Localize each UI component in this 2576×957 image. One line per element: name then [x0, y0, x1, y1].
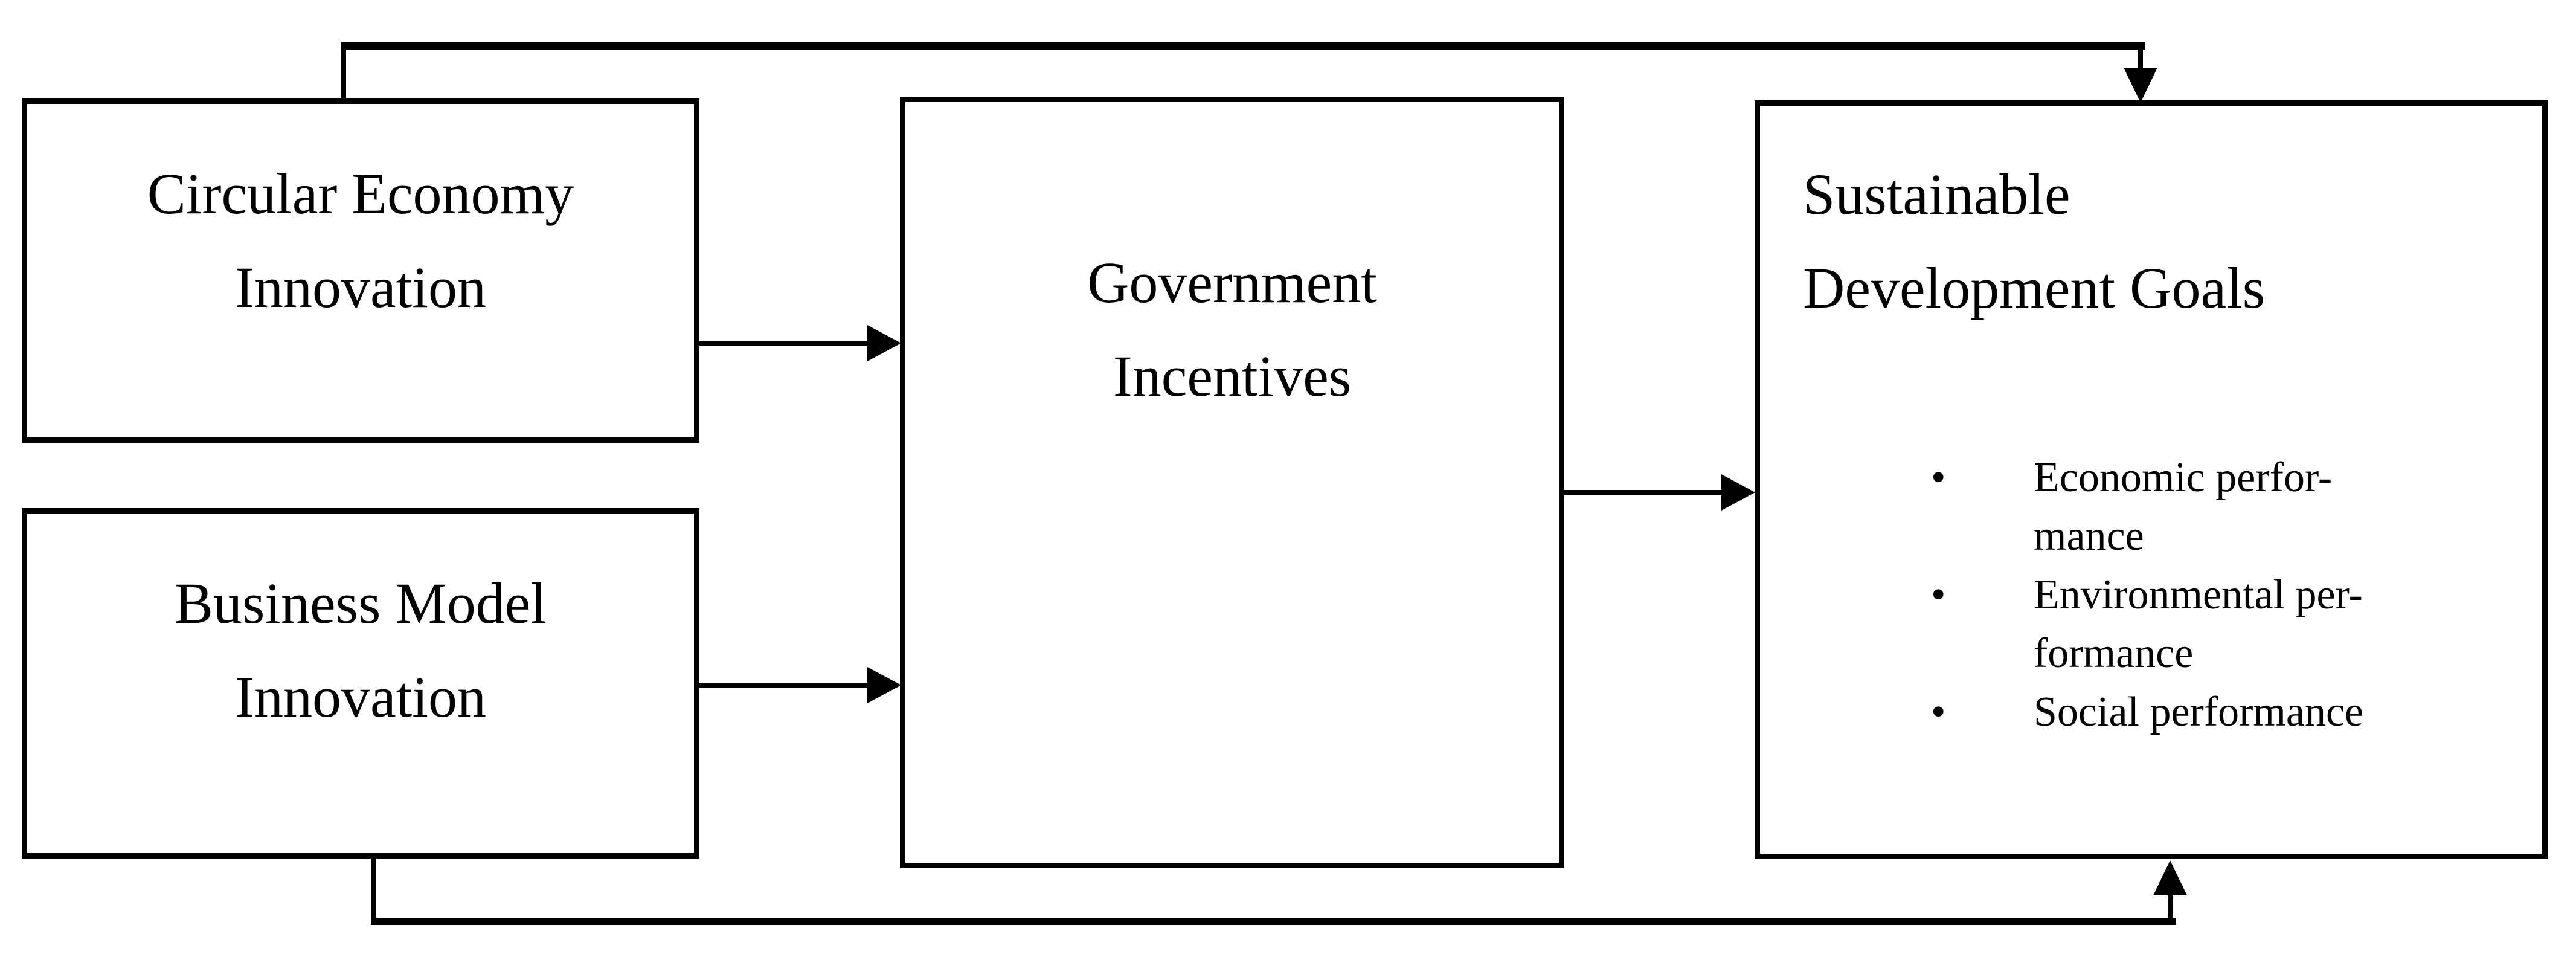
bullet-item: • Social performance [1760, 683, 2542, 741]
arrow-segment-horizontal [699, 341, 870, 346]
arrowhead-down-icon [2124, 68, 2157, 103]
box-business-model-innovation: Business Model Innovation [22, 508, 699, 859]
bullet-text: Social performance [2034, 683, 2363, 741]
arrow-segment-vertical [2138, 42, 2143, 71]
bullet-icon: • [1931, 572, 1946, 618]
box-circular-economy-innovation: Circular Economy Innovation [22, 98, 699, 443]
arrow-segment-vertical [371, 855, 376, 925]
box-government-incentives: Government Incentives [900, 97, 1564, 868]
bullet-text: Economic perfor- mance [2034, 448, 2332, 566]
arrowhead-right-icon [867, 325, 901, 361]
arrow-segment-vertical [2168, 889, 2173, 921]
box-title-line: Government [1087, 250, 1377, 315]
box-sustainable-development-goals: Sustainable Development Goals • Economic… [1755, 100, 2548, 859]
bullet-text-line: Environmental per- [2034, 572, 2363, 618]
bullet-text-line: Social performance [2034, 689, 2364, 735]
bullet-text-line: Economic perfor- [2034, 454, 2333, 501]
box-title: Sustainable Development Goals [1803, 147, 2265, 335]
bullet-text-line: mance [2034, 513, 2144, 559]
arrow-segment-horizontal [341, 42, 2145, 50]
box-title-line: Innovation [235, 255, 486, 320]
bullet-list: • Economic perfor- mance • Environmental… [1760, 448, 2542, 741]
arrowhead-right-icon [1721, 474, 1755, 511]
box-title-line: Development Goals [1803, 256, 2266, 320]
bullet-item: • Environmental per- formance [1760, 566, 2542, 683]
arrow-segment-horizontal [1564, 490, 1724, 495]
arrow-segment-horizontal [699, 683, 870, 688]
box-title: Government Incentives [905, 236, 1559, 423]
arrowhead-right-icon [867, 667, 901, 703]
arrow-segment-vertical [341, 42, 346, 104]
bullet-icon: • [1931, 689, 1946, 735]
bullet-item: • Economic perfor- mance [1760, 448, 2542, 566]
arrow-segment-horizontal [371, 918, 2176, 925]
box-title-line: Business Model [174, 571, 547, 636]
box-title: Circular Economy Innovation [27, 147, 694, 334]
bullet-text-line: formance [2034, 630, 2194, 677]
box-title: Business Model Innovation [27, 556, 694, 744]
box-title-line: Incentives [1113, 344, 1352, 408]
box-title-line: Sustainable [1803, 162, 2070, 227]
box-title-line: Circular Economy [147, 161, 574, 226]
bullet-text: Environmental per- formance [2034, 566, 2363, 683]
bullet-icon: • [1931, 454, 1946, 501]
arrowhead-up-icon [2153, 860, 2187, 895]
box-title-line: Innovation [235, 665, 486, 729]
